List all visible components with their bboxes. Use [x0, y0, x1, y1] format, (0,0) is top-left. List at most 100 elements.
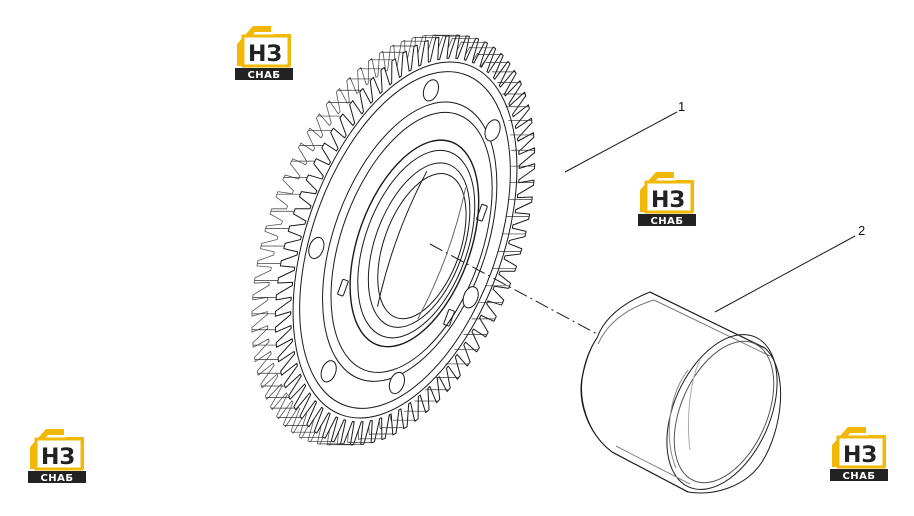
- gear-tooth-edge: [257, 262, 281, 264]
- gear-tooth-edge: [381, 51, 405, 53]
- gear-tooth-edge: [317, 115, 342, 117]
- gear-bolt-hole: [484, 119, 501, 142]
- gear-tooth-edge: [277, 417, 301, 418]
- gear-tooth-edge: [505, 216, 530, 218]
- logo-bottom-text: СНАБ: [247, 70, 280, 81]
- gear-tooth-edge: [252, 297, 277, 298]
- logo-bottom-text: СНАБ: [650, 216, 683, 227]
- gear-tooth-edge: [328, 444, 352, 446]
- gear-tooth-edge: [392, 45, 416, 47]
- brand-logo-mark: НЗ СНАБ: [28, 429, 86, 484]
- gear-tooth-edge: [471, 47, 495, 49]
- gear-tooth-edge: [435, 377, 459, 378]
- gear-tooth-edge: [299, 145, 324, 146]
- gear-tooth-edge: [492, 268, 516, 270]
- gear-tooth-edge: [300, 437, 324, 438]
- gear-tooth-edge: [251, 329, 276, 331]
- gear-tooth-edge: [359, 68, 383, 70]
- gear-tooth-edge: [508, 199, 532, 200]
- gear-tooth-edge: [309, 441, 333, 442]
- bushing-icon: [580, 291, 782, 494]
- logo-top-text: НЗ: [651, 188, 685, 213]
- callout-1: 1: [678, 99, 686, 114]
- brand-logo-mark: НЗ СНАБ: [235, 26, 293, 81]
- gear-tooth-edge: [424, 35, 448, 37]
- gear-tooth-edge: [283, 177, 308, 178]
- gear-bolt-hole: [422, 79, 440, 102]
- gear-tooth-edge: [485, 62, 510, 63]
- gear-tooth-edge: [253, 344, 277, 346]
- gear-bolt-hole: [388, 371, 405, 395]
- gear-tooth-edge: [393, 419, 417, 421]
- callout-2: 2: [858, 223, 866, 238]
- gear-tooth-edge: [265, 397, 290, 398]
- gear-tooth-edge: [257, 372, 282, 374]
- gear-tooth-edge: [510, 182, 534, 183]
- callout-2-leader: [714, 235, 856, 313]
- gear-tooth-edge: [292, 431, 316, 433]
- gear-tooth-edge: [425, 389, 449, 391]
- brand-logo: НЗ СНАБ: [26, 425, 88, 485]
- gear-tooth-edge: [349, 442, 373, 443]
- gear-tooth-edge: [308, 129, 333, 131]
- logo-bottom-text: СНАБ: [40, 473, 73, 484]
- gear-tooth-edge: [318, 443, 343, 445]
- logo-top-text: НЗ: [41, 445, 75, 470]
- gear-tooth-edge: [444, 35, 468, 37]
- gear-tooth-edge: [454, 349, 478, 351]
- gear-teeth-outline: [274, 34, 536, 446]
- gear-tooth-edge: [277, 193, 301, 195]
- brand-logo: НЗ СНАБ: [828, 423, 890, 483]
- gear-tooth-edge: [327, 102, 352, 103]
- gear-tooth-edge: [403, 40, 427, 42]
- gear-tooth-edge: [360, 438, 384, 440]
- logo-top-text: НЗ: [248, 42, 282, 67]
- gear-tooth-edge: [261, 245, 285, 247]
- gear-tooth-edge: [501, 93, 526, 95]
- brand-logo-mark: НЗ СНАБ: [830, 427, 888, 482]
- gear-bolt-hole: [462, 286, 479, 309]
- gear-tooth-edge: [511, 165, 535, 167]
- gear-bolt-hole: [320, 360, 337, 383]
- gear-tooth-edge: [254, 359, 279, 361]
- gear-tooth-edge: [491, 71, 516, 73]
- gear-tooth-edge: [414, 400, 439, 402]
- gear-tooth-edge: [479, 302, 503, 303]
- callout-1-leader: [564, 111, 678, 173]
- gear-tooth-edge: [511, 149, 535, 151]
- gear-tooth-edge: [284, 425, 308, 426]
- gear-tooth-edge: [508, 119, 532, 121]
- logo-bottom-text: СНАБ: [842, 471, 875, 482]
- gear-tooth-edge: [371, 433, 395, 435]
- gear-tooth-edge: [270, 210, 295, 212]
- gear-tooth-edge: [434, 34, 459, 36]
- gear-tooth-edge: [505, 106, 529, 108]
- gear-tooth-edge: [502, 233, 526, 235]
- gear-tooth-edge: [254, 280, 279, 281]
- logo-top-text: НЗ: [843, 443, 877, 468]
- gear-tooth-edge: [403, 410, 428, 412]
- gear-icon: [251, 34, 536, 446]
- gear-bolt-hole: [308, 236, 325, 260]
- gear-tooth-edge: [486, 285, 510, 287]
- gear-tooth-edge: [370, 59, 394, 61]
- gear-tooth-edge: [381, 427, 406, 429]
- gear-tooth-edge: [338, 443, 363, 445]
- gear-tooth-edge: [251, 313, 276, 315]
- gear-tooth-edge: [445, 363, 469, 365]
- brand-logo: НЗ СНАБ: [233, 22, 295, 82]
- gear-tooth-edge: [291, 160, 315, 162]
- gear-tooth-edge: [261, 385, 285, 387]
- gear-tooth-edge: [462, 42, 487, 43]
- gear-tooth-edge: [271, 407, 295, 409]
- gear-tooth-edge: [471, 318, 496, 320]
- gear-tooth-edge: [497, 251, 522, 252]
- gear-tooth-edge: [337, 89, 362, 91]
- brand-logo-mark: НЗ СНАБ: [638, 172, 696, 227]
- brand-logo: НЗ СНАБ: [636, 168, 698, 228]
- gear-tooth-edge: [348, 78, 372, 80]
- gear-tooth-edge: [478, 54, 503, 55]
- gear-tooth-edge: [453, 38, 478, 39]
- gear-tooth-edge: [497, 82, 521, 83]
